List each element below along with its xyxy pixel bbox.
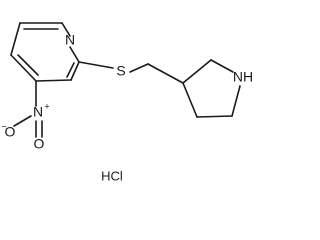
nitro-nitrogen-charge: + (44, 101, 49, 111)
bond-ring-n1-c2-top (61, 22, 71, 37)
pyrrolidine-nh-label: NH (233, 69, 253, 85)
bond-pyrr-c2-n (210, 59, 234, 73)
bond-ring-n1-c2 (69, 46, 80, 63)
hydrochloride-label: HCl (101, 168, 123, 183)
bond-pyrr-c5-c4 (196, 115, 233, 118)
bond-c2-s (78, 61, 114, 69)
bond-ring-c5-c6 (10, 22, 21, 56)
bond-pyrr-c4-c3 (182, 82, 198, 118)
nitro-oxygen-single-label: O (5, 124, 16, 140)
bond-ring-c2-c3 (70, 61, 80, 81)
bond-ring-c4-c5 (10, 54, 37, 82)
bond-nitro-n-o-top (13, 115, 32, 127)
thioether-sulfur-label: S (116, 63, 125, 79)
bond-ch2-c3prime (147, 63, 184, 84)
nitro-nitrogen-label: N (33, 104, 43, 120)
bond-ring-c3-c2-double-inner (66, 62, 75, 78)
nitro-oxygen-charge: − (1, 121, 6, 131)
bond-ring-c4-c5-double-inner (17, 54, 39, 76)
bond-s-ch2 (129, 63, 149, 73)
nitro-oxygen-double-label: O (34, 136, 45, 152)
pyridine-nitrogen-label: N (65, 32, 75, 48)
bond-pyrr-n-c5 (231, 85, 241, 117)
bond-ring-c3-c4 (35, 79, 72, 82)
bond-pyrr-c3-c2 (182, 59, 212, 84)
molecule-structure-drawing: N S NH N + O − O HCl (1, 22, 253, 183)
